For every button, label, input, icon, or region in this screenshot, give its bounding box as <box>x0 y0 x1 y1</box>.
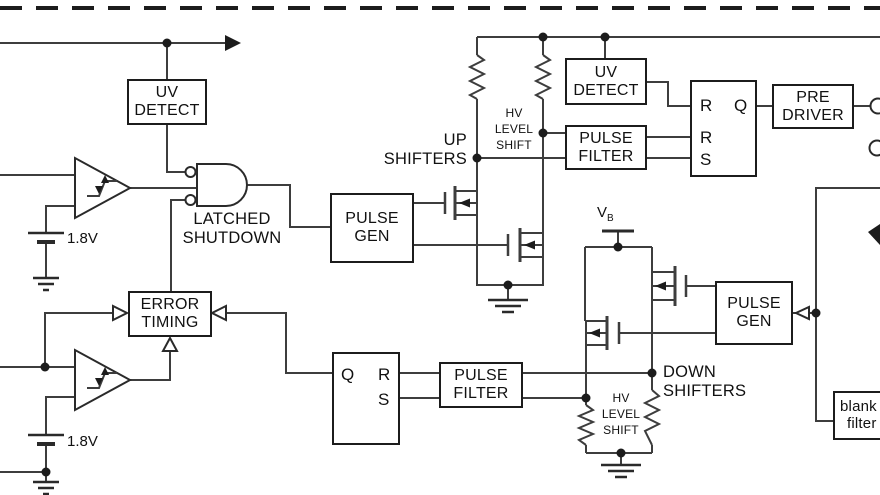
hysteresis-icon <box>87 175 117 197</box>
uv-detect-right-block: UV DETECT <box>565 58 647 105</box>
output-transistor-circle <box>868 139 880 157</box>
sr-latch-bottom: Q R S <box>332 352 400 445</box>
hv-level-shift-resistors <box>467 54 662 446</box>
signal-direction-markers <box>112 35 810 352</box>
uv-detect-left-block: UV DETECT <box>127 79 207 125</box>
comparator-bottom <box>74 348 133 412</box>
down-shifters-label: DOWN SHIFTERS <box>663 363 747 400</box>
vref-label-bottom: 1.8V <box>67 433 98 450</box>
battery-symbols <box>28 229 634 446</box>
battery-symbol <box>28 231 64 244</box>
ground-symbols <box>33 276 641 495</box>
nand-gate-symbol <box>184 163 248 207</box>
output-transistor-circle <box>869 97 880 115</box>
up-shifters-label: UP SHIFTERS <box>383 131 467 168</box>
hysteresis-icon <box>87 367 117 389</box>
high-side-driver-wedge <box>868 224 880 245</box>
battery-symbol <box>28 433 64 446</box>
latched-shutdown-label: LATCHED SHUTDOWN <box>182 210 282 247</box>
input-triangle-icon <box>161 335 179 352</box>
input-triangle-icon <box>209 304 227 322</box>
resistor-symbol <box>642 389 662 446</box>
resistor-symbol <box>576 404 596 446</box>
pulse-gen-left-block: PULSE GEN <box>330 193 414 263</box>
error-timing-block: ERROR TIMING <box>128 291 212 337</box>
blanking-filter-block: blank filter <box>833 391 880 440</box>
input-triangle-icon <box>793 305 810 321</box>
pulse-gen-right-block: PULSE GEN <box>715 281 793 345</box>
resistor-symbol <box>467 54 487 100</box>
down-shifter-mosfet-1 <box>585 316 621 350</box>
arrow-right-icon <box>225 35 241 51</box>
down-shifter-mosfet-2 <box>651 266 688 306</box>
wires <box>0 36 880 482</box>
ground-symbol <box>33 480 59 495</box>
pulse-filter-bottom-block: PULSE FILTER <box>439 362 523 408</box>
resistor-symbol <box>533 54 553 100</box>
input-triangle-icon <box>112 304 130 322</box>
ground-symbol <box>601 463 641 479</box>
pre-driver-block: PRE DRIVER <box>772 84 854 129</box>
ground-symbol <box>33 276 59 292</box>
vref-label-top: 1.8V <box>67 230 98 247</box>
junction-dots <box>40 32 821 477</box>
vb-label: VB <box>597 204 614 224</box>
comparator-top <box>74 156 133 220</box>
hv-level-shift-label-top: HV LEVEL SHIFT <box>494 106 534 152</box>
up-shifter-mosfet-2 <box>506 228 544 262</box>
pulse-filter-right-block: PULSE FILTER <box>565 125 647 170</box>
hv-level-shift-label-bottom: HV LEVEL SHIFT <box>601 391 641 437</box>
ground-symbol <box>488 298 528 314</box>
sr-latch-top: R R S Q <box>690 80 757 177</box>
up-shifter-mosfet-1 <box>443 186 478 220</box>
